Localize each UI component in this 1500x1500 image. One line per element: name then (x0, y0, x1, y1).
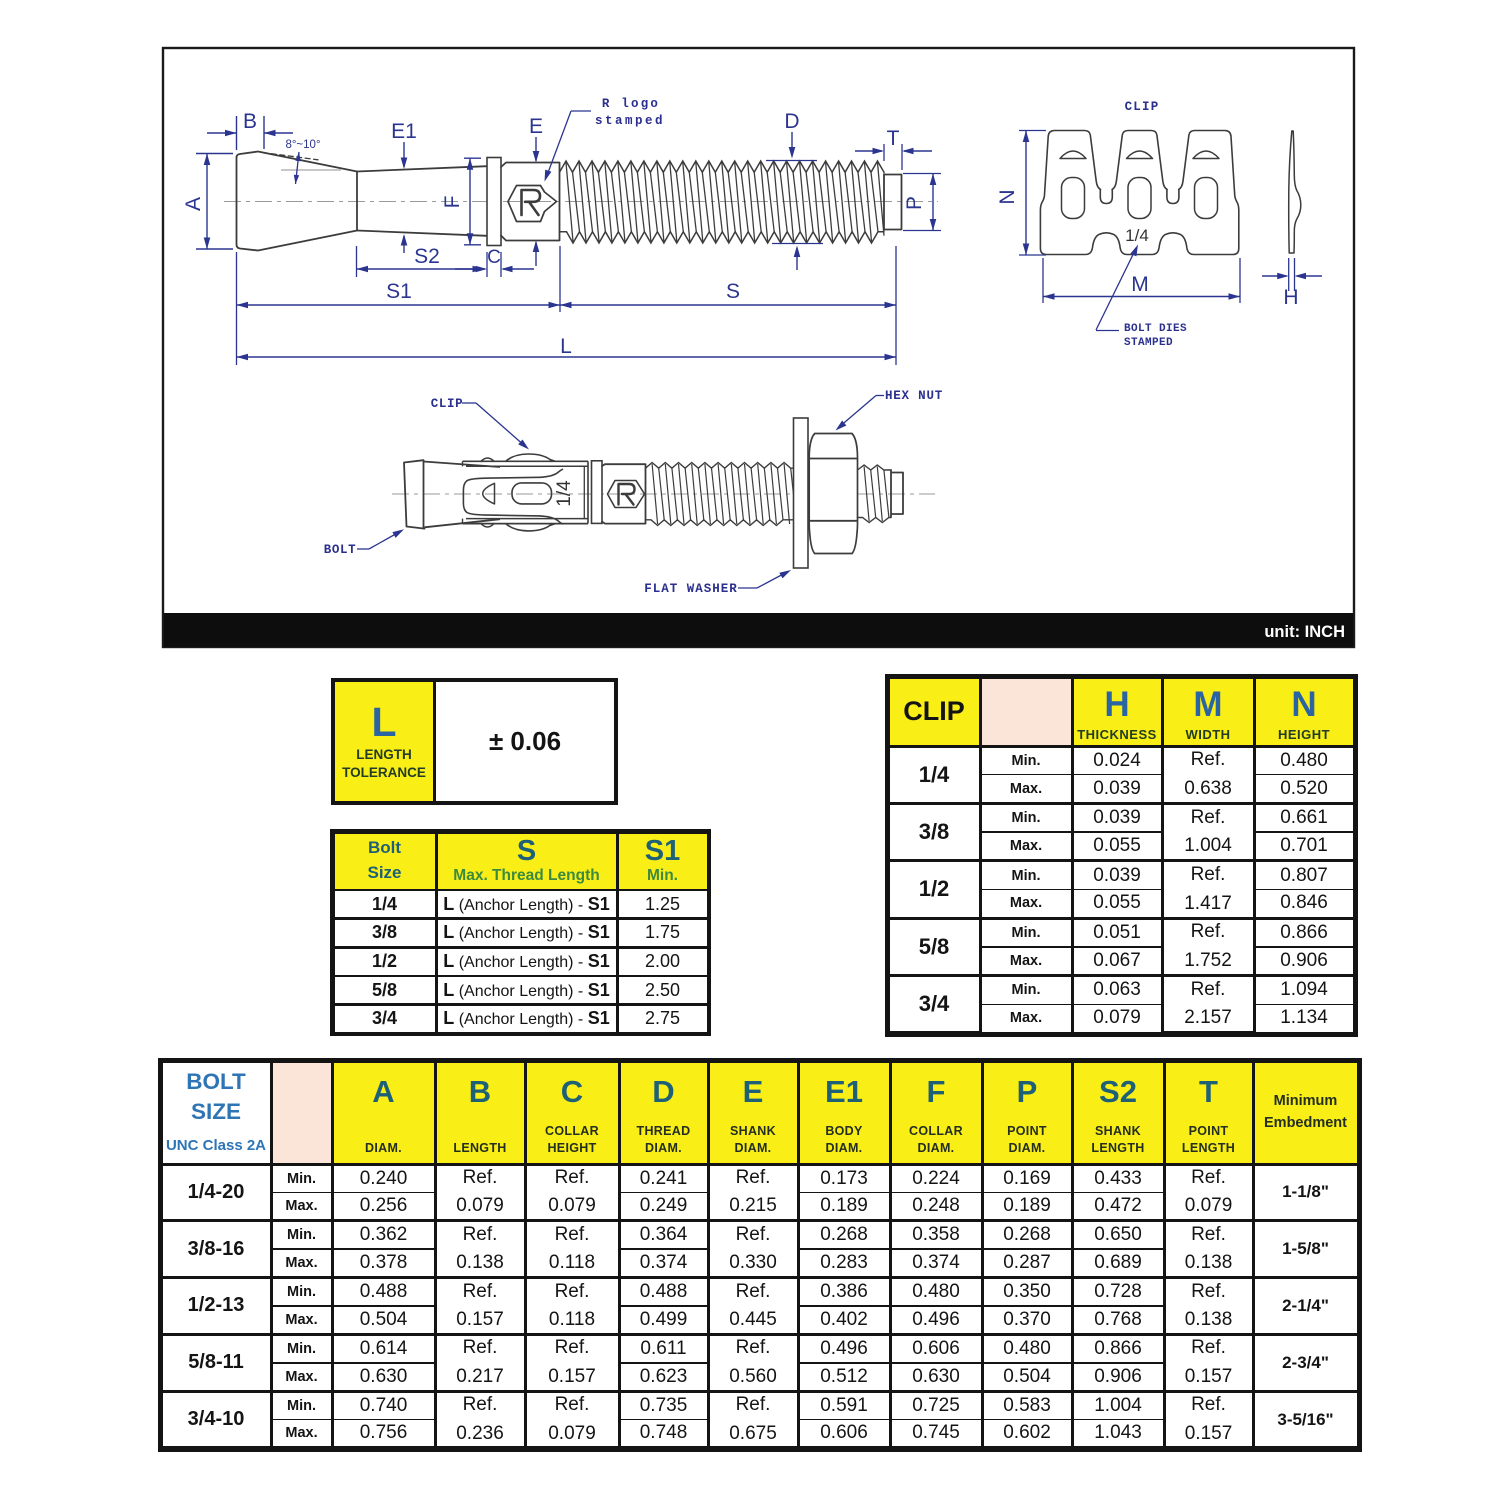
svg-text:S2: S2 (414, 245, 440, 268)
svg-text:unit: INCH: unit: INCH (1264, 623, 1345, 641)
svg-text:H: H (1283, 286, 1298, 309)
svg-text:S: S (726, 280, 740, 303)
svg-text:R logo: R logo (602, 97, 660, 111)
svg-text:F: F (441, 196, 464, 209)
svg-text:N: N (996, 189, 1019, 204)
svg-text:FLAT WASHER: FLAT WASHER (644, 582, 738, 596)
svg-text:E1: E1 (391, 120, 417, 143)
svg-text:CLIP: CLIP (1125, 100, 1160, 114)
svg-text:C: C (487, 247, 501, 268)
svg-text:1/4: 1/4 (1125, 226, 1149, 245)
svg-text:BOLT DIES: BOLT DIES (1124, 323, 1187, 335)
svg-text:P: P (903, 196, 926, 210)
svg-text:E: E (529, 115, 543, 138)
svg-text:STAMPED: STAMPED (1124, 337, 1173, 349)
svg-text:8°~10°: 8°~10° (285, 139, 320, 151)
svg-text:T: T (887, 127, 900, 150)
svg-text:CLIP: CLIP (431, 397, 463, 411)
svg-text:D: D (784, 110, 799, 133)
svg-text:BOLT: BOLT (324, 543, 356, 557)
svg-text:HEX NUT: HEX NUT (885, 389, 943, 403)
svg-text:1/4: 1/4 (554, 480, 575, 507)
svg-text:M: M (1131, 273, 1149, 296)
svg-text:B: B (243, 110, 257, 133)
svg-text:L: L (560, 335, 572, 358)
svg-text:A: A (182, 197, 205, 211)
svg-text:S1: S1 (386, 280, 412, 303)
svg-text:stamped: stamped (595, 114, 665, 128)
